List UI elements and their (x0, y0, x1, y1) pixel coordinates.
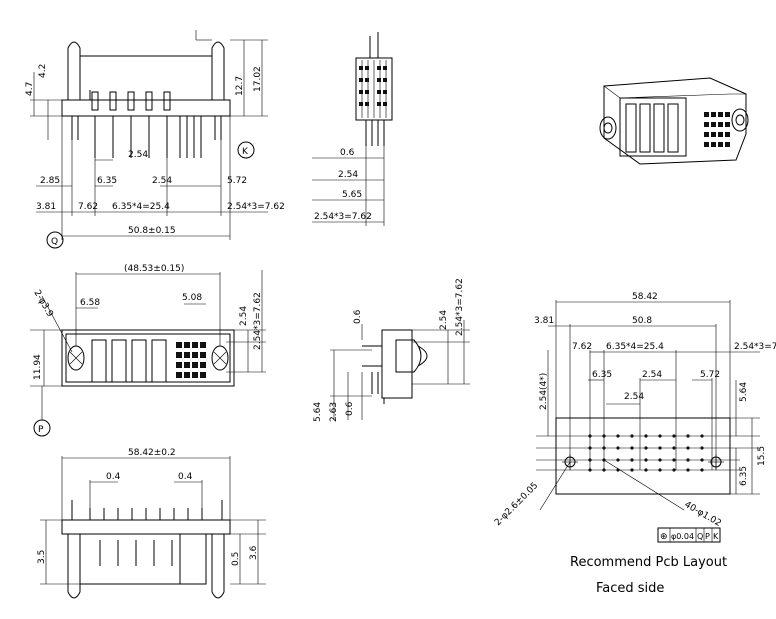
pcb-dim-6-35v: 6.35 (739, 466, 749, 486)
top-pin-grid (176, 342, 206, 378)
datum-p-icon (33, 419, 51, 437)
dim-50-8: 50.8±0.15 (128, 226, 176, 236)
top-dim-6-58: 6.58 (80, 298, 100, 308)
pcb-dim-pin: 40-φ1.02 (683, 500, 723, 529)
bottom-dim-0-4b: 0.4 (178, 472, 193, 482)
bottom-dim-0-5: 0.5 (231, 552, 241, 566)
tol-datum-p: P (705, 532, 710, 541)
pcb-layout: 58.42 50.8 3.81 7.62 6.35*4=25.4 2.54*3=… (493, 292, 776, 596)
dim-254x3: 2.54*3=7.62 (227, 202, 285, 212)
isometric-pin-grid (704, 112, 730, 147)
dim-17-02: 17.02 (253, 66, 263, 92)
dim-2-85: 2.85 (40, 176, 60, 186)
isometric-view (599, 77, 749, 165)
pcb-dim-2-54b: 2.54 (624, 392, 644, 402)
tol-datum-q: Q (697, 532, 703, 541)
side-pin-dots (359, 66, 387, 106)
dim-12-7: 12.7 (235, 76, 245, 96)
pcb-dim-3-81: 3.81 (534, 316, 554, 326)
bottom-dim-0-4a: 0.4 (106, 472, 121, 482)
side-dim-254x3: 2.54*3=7.62 (314, 212, 372, 222)
dim-6-35: 6.35 (97, 176, 117, 186)
dim-7-62: 7.62 (78, 202, 98, 212)
pcb-caption-subtitle: Faced side (596, 581, 664, 596)
datum-k-label: K (242, 147, 249, 157)
side-dim-0-6: 0.6 (340, 148, 355, 158)
end-view: 0.6 2.54 2.54*3=7.62 5.64 2.63 0.6 (313, 278, 470, 422)
end-dim-5-64: 5.64 (313, 402, 323, 422)
top-dim-5-08: 5.08 (182, 293, 202, 303)
datum-q-label: Q (51, 237, 58, 247)
datum-p-label: P (38, 425, 44, 435)
dim-635x4: 6.35*4=25.4 (112, 202, 170, 212)
dim-2-54b: 2.54 (152, 176, 172, 186)
front-pins-bottom (71, 116, 222, 158)
pcb-dim-58-42: 58.42 (632, 292, 658, 302)
end-dim-0-6b: 0.6 (345, 401, 355, 416)
side-dim-2-54: 2.54 (338, 170, 358, 180)
dim-4-7: 4.7 (25, 82, 35, 96)
pcb-dim-2-54c: 2.54(4*) (539, 373, 549, 410)
end-dim-254x3: 2.54*3=7.62 (455, 278, 465, 336)
side-view: 0.6 2.54 5.65 2.54*3=7.62 (312, 32, 393, 226)
top-view: (48.53±0.15) 6.58 5.08 2.54 2.54*3=7.62 … (30, 264, 266, 437)
tol-symbol: ⊕ (660, 532, 668, 542)
tol-value: φ0.04 (671, 532, 694, 541)
pcb-dim-635x4: 6.35*4=25.4 (606, 342, 664, 352)
bottom-dim-3-5: 3.5 (37, 550, 47, 564)
tol-datum-k: K (713, 532, 719, 541)
pcb-dim-hole: 2-φ2.6±0.05 (493, 481, 540, 528)
dim-5-72: 5.72 (227, 176, 247, 186)
bottom-dim-58-42: 58.42±0.2 (128, 448, 176, 458)
end-dim-2-63: 2.63 (329, 402, 339, 422)
pcb-holes (588, 434, 704, 472)
bottom-dim-3-6: 3.6 (249, 545, 259, 560)
top-dim-2-54: 2.54 (239, 306, 249, 326)
pcb-caption-title: Recommend Pcb Layout (570, 555, 727, 570)
tolerance-frame: ⊕ φ0.04 Q P K (657, 527, 721, 543)
datum-k-icon (237, 141, 255, 159)
dim-3-81: 3.81 (36, 202, 56, 212)
bottom-pins (71, 500, 223, 520)
pcb-dim-6-35: 6.35 (592, 370, 612, 380)
pcb-dim-254x3: 2.54*3=7.62 (734, 342, 776, 352)
front-view: 4.7 4.2 12.7 17.02 2.54 2.85 6.35 2.54 5… (25, 30, 285, 249)
top-dim-48-53: (48.53±0.15) (124, 264, 184, 274)
pcb-dim-50-8: 50.8 (632, 316, 652, 326)
dim-4-2: 4.2 (38, 64, 48, 78)
pcb-dim-15-5: 15.5 (757, 446, 767, 466)
pcb-dim-2-54: 2.54 (642, 370, 662, 380)
top-dim-11-94: 11.94 (33, 354, 43, 380)
bottom-view: 58.42±0.2 0.4 0.4 3.5 0.5 3.6 (37, 448, 266, 599)
datum-q-icon (46, 231, 64, 249)
end-dim-0-6: 0.6 (353, 309, 363, 324)
top-dim-254x3: 2.54*3=7.62 (253, 292, 263, 350)
pcb-dim-5-72: 5.72 (700, 370, 720, 380)
front-pins-top (91, 91, 171, 111)
pcb-dim-5-64: 5.64 (739, 382, 749, 402)
dim-2-54: 2.54 (128, 150, 148, 160)
top-dim-hole: 2-φ3.9 (31, 289, 54, 320)
end-dim-2-54: 2.54 (439, 310, 449, 330)
pcb-dim-7-62: 7.62 (572, 342, 592, 352)
side-dim-5-65: 5.65 (342, 190, 362, 200)
